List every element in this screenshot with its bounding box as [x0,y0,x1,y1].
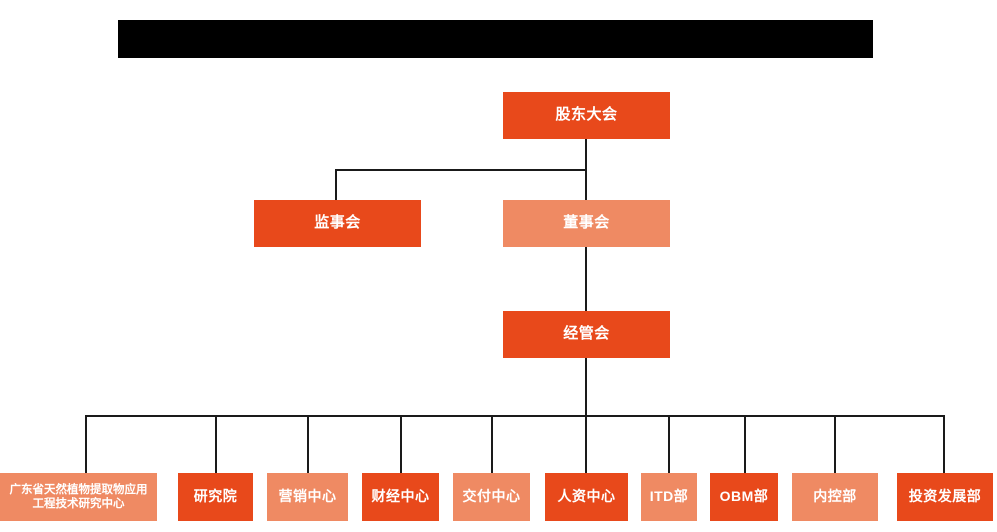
org-node-internal-control-department[interactable]: 内控部 [792,473,878,521]
org-node-obm-department[interactable]: OBM部 [710,473,778,521]
connector-drop-obm-department [744,415,746,473]
org-node-label: 投资发展部 [908,488,982,505]
connector-drop-finance-center [400,415,402,473]
connector-shareholders-down-to-branch [585,139,587,170]
org-node-gd-plant-extract-center[interactable]: 广东省天然植物提取物应用工程技术研究中心 [0,473,157,521]
connector-shareholders-branch-horizontal [335,169,586,171]
org-node-label: OBM部 [719,488,769,505]
connector-board-drop [585,169,587,200]
connector-drop-marketing-center [307,415,309,473]
org-node-label: 内控部 [813,488,857,505]
connector-management-down-to-bus [585,358,587,416]
connector-drop-internal-control-department [834,415,836,473]
redacted-title-bar [118,20,873,58]
org-node-label: 交付中心 [462,488,521,505]
org-node-label: 股东大会 [555,106,618,124]
org-node-marketing-center[interactable]: 营销中心 [267,473,348,521]
connector-drop-research-institute [215,415,217,473]
org-node-label: 研究院 [193,488,238,505]
org-node-supervisory-board[interactable]: 监事会 [254,200,421,247]
org-node-label: 监事会 [314,214,361,232]
org-node-label: 经管会 [563,325,610,343]
connector-drop-investment-development-department [943,415,945,473]
connector-department-bus-horizontal [85,415,944,417]
org-node-board-of-directors[interactable]: 董事会 [503,200,670,247]
org-node-investment-development-department[interactable]: 投资发展部 [897,473,993,521]
org-node-shareholders-meeting[interactable]: 股东大会 [503,92,670,139]
org-node-delivery-center[interactable]: 交付中心 [453,473,530,521]
org-node-hr-center[interactable]: 人资中心 [545,473,628,521]
org-node-management-committee[interactable]: 经管会 [503,311,670,358]
org-node-label: 人资中心 [557,488,616,505]
connector-drop-delivery-center [491,415,493,473]
connector-supervisory-drop [335,169,337,200]
org-node-label: 营销中心 [278,488,337,505]
connector-board-to-management [585,247,587,311]
org-node-label: 财经中心 [371,488,430,505]
org-node-itd-department[interactable]: ITD部 [641,473,697,521]
org-node-research-institute[interactable]: 研究院 [178,473,253,521]
connector-drop-gd-plant-extract-center [85,415,87,473]
org-node-label: 广东省天然植物提取物应用工程技术研究中心 [9,483,148,510]
org-node-label: ITD部 [649,488,689,505]
org-node-label: 董事会 [563,214,610,232]
connector-drop-hr-center [585,415,587,473]
org-node-finance-center[interactable]: 财经中心 [362,473,439,521]
connector-drop-itd-department [668,415,670,473]
